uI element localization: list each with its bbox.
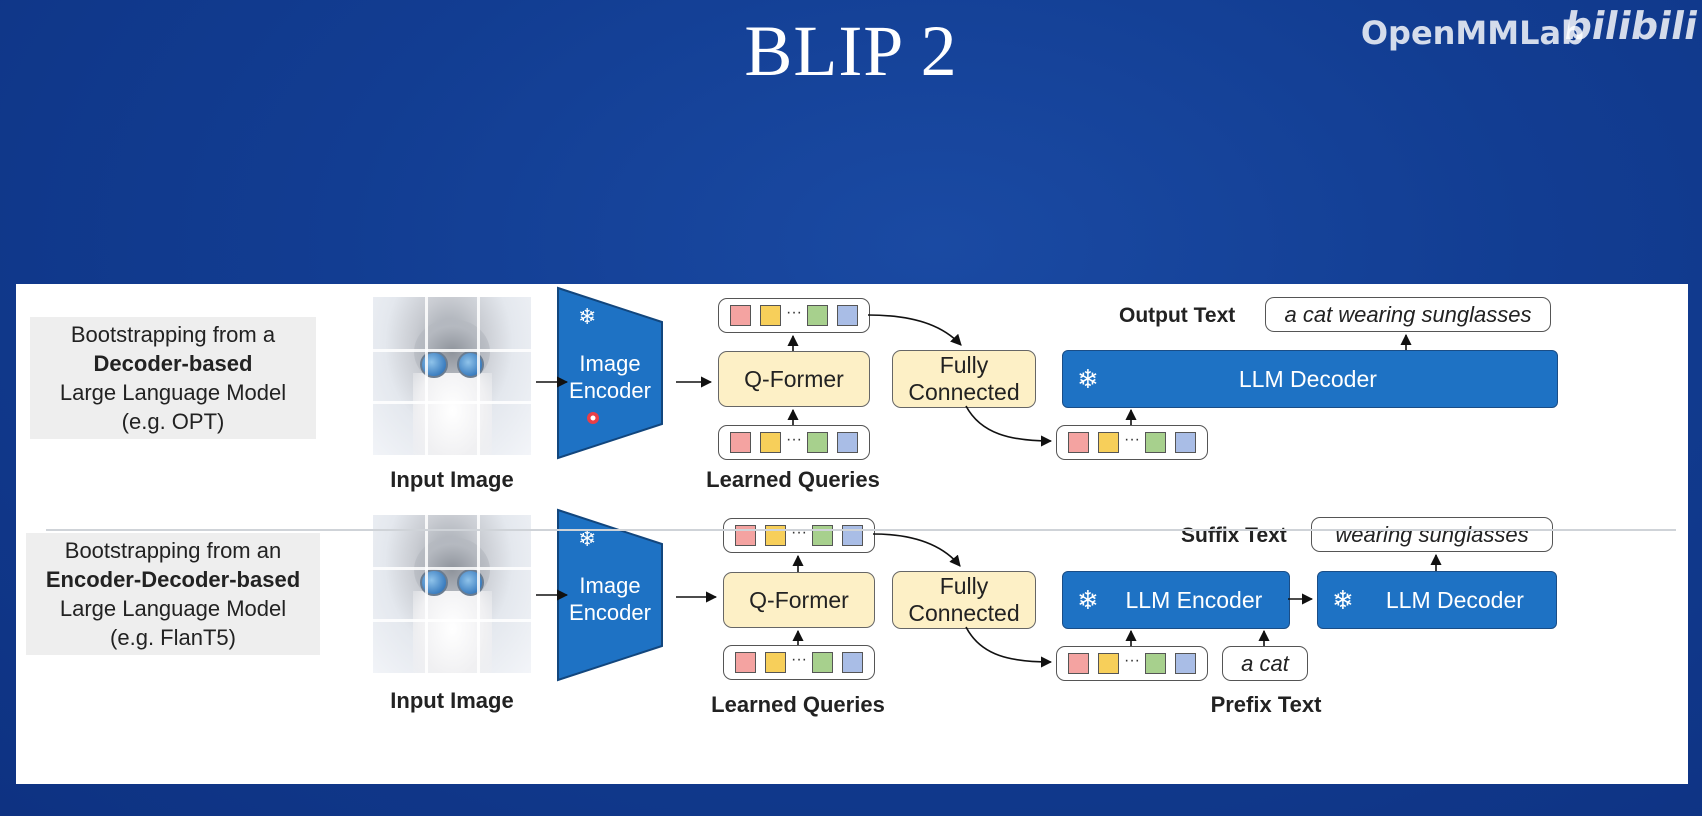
row1-qformer: Q-Former xyxy=(718,351,870,407)
row1-queries-caption: Learned Queries xyxy=(706,467,880,492)
row2-queries-caption: Learned Queries xyxy=(711,692,885,717)
row2-query-tokens-top: ··· xyxy=(723,518,875,553)
slide-title: BLIP 2 xyxy=(744,11,958,91)
row2-learned-queries: ··· xyxy=(723,645,875,680)
svg-text:Encoder: Encoder xyxy=(569,378,651,403)
row2-fully-connected: Fully Connected xyxy=(892,571,1036,629)
row2-input-caption: Input Image xyxy=(390,688,514,713)
row2-llm-encoder: ❄ LLM Encoder xyxy=(1062,571,1290,629)
row2-qformer: Q-Former xyxy=(723,572,875,628)
snowflake-icon: ❄ xyxy=(1332,584,1354,615)
row1-output-label: Output Text xyxy=(1119,304,1236,327)
snowflake-icon: ❄ xyxy=(1077,584,1099,615)
row1-projected-tokens: ··· xyxy=(1056,425,1208,460)
snowflake-icon: ❄ xyxy=(1077,363,1099,394)
row1-input-image xyxy=(373,297,531,455)
row2-llm-decoder: ❄ LLM Decoder xyxy=(1317,571,1557,629)
openmmlab-watermark: OpenMMLab xyxy=(1360,14,1584,52)
row2-input-image xyxy=(373,515,531,673)
row1-output-text: a cat wearing sunglasses xyxy=(1265,297,1551,332)
row2-projected-tokens: ··· xyxy=(1056,646,1208,681)
svg-text:Image: Image xyxy=(579,351,640,376)
row-divider xyxy=(46,529,1676,531)
row1-llm-decoder: ❄ LLM Decoder xyxy=(1062,350,1558,408)
row1-image-encoder: ❄ Image Encoder xyxy=(557,286,663,460)
row2-prefix-label: Prefix Text xyxy=(1210,692,1322,717)
row1-learned-queries: ··· xyxy=(718,425,870,460)
row1-description: Bootstrapping from a Decoder-based Large… xyxy=(30,317,316,439)
row2-image-encoder: ❄ Image Encoder xyxy=(557,508,663,682)
svg-text:Image: Image xyxy=(579,573,640,598)
snowflake-icon: ❄ xyxy=(578,527,596,552)
row1-fully-connected: Fully Connected xyxy=(892,350,1036,408)
snowflake-icon: ❄ xyxy=(578,305,596,330)
row1-query-tokens-top: ··· xyxy=(718,298,870,333)
row2-prefix-text: a cat xyxy=(1222,646,1308,681)
row1-input-caption: Input Image xyxy=(390,467,514,492)
row2-description: Bootstrapping from an Encoder-Decoder-ba… xyxy=(26,533,320,655)
diagram-panel: Bootstrapping from a Decoder-based Large… xyxy=(16,284,1688,784)
connector-arrows xyxy=(536,314,1442,668)
bilibili-logo: bilibili xyxy=(1561,4,1702,48)
row2-suffix-text: wearing sunglasses xyxy=(1311,517,1553,552)
svg-text:Encoder: Encoder xyxy=(569,600,651,625)
